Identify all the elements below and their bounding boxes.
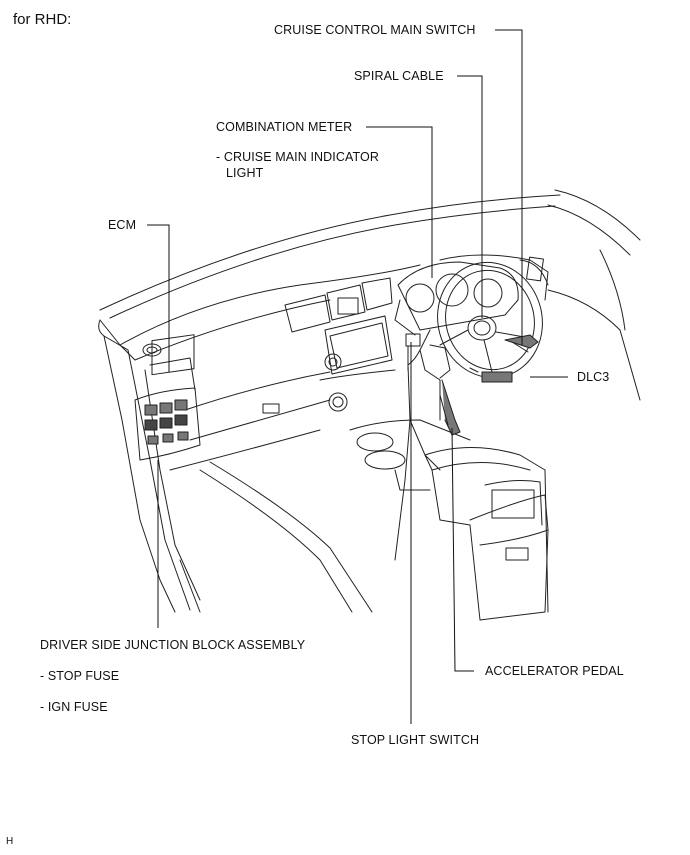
label-dlc3: DLC3	[577, 370, 610, 384]
label-cruise-main-indicator-light: LIGHT	[226, 166, 264, 180]
label-stop-light-switch: STOP LIGHT SWITCH	[351, 733, 480, 747]
leader-spiral-cable	[457, 75, 483, 318]
figure-code: H	[6, 836, 14, 847]
leader-cruise-control-main-switch	[495, 29, 523, 345]
variant-heading: for RHD:	[13, 11, 72, 28]
label-ign-fuse: - IGN FUSE	[40, 700, 108, 714]
label-cruise-main-indicator: - CRUISE MAIN INDICATOR	[216, 150, 379, 164]
leader-combination-meter	[366, 126, 433, 278]
label-cruise-control-main-switch: CRUISE CONTROL MAIN SWITCH	[274, 23, 476, 37]
label-driver-side-junction-block: DRIVER SIDE JUNCTION BLOCK ASSEMBLY	[40, 638, 306, 652]
label-ecm: ECM	[108, 218, 137, 232]
leader-accelerator-pedal	[451, 427, 474, 672]
leader-ecm	[147, 224, 170, 372]
label-combination-meter: COMBINATION METER	[216, 120, 353, 134]
label-spiral-cable: SPIRAL CABLE	[354, 69, 444, 83]
label-stop-fuse: - STOP FUSE	[40, 669, 120, 683]
label-accelerator-pedal: ACCELERATOR PEDAL	[485, 664, 624, 678]
